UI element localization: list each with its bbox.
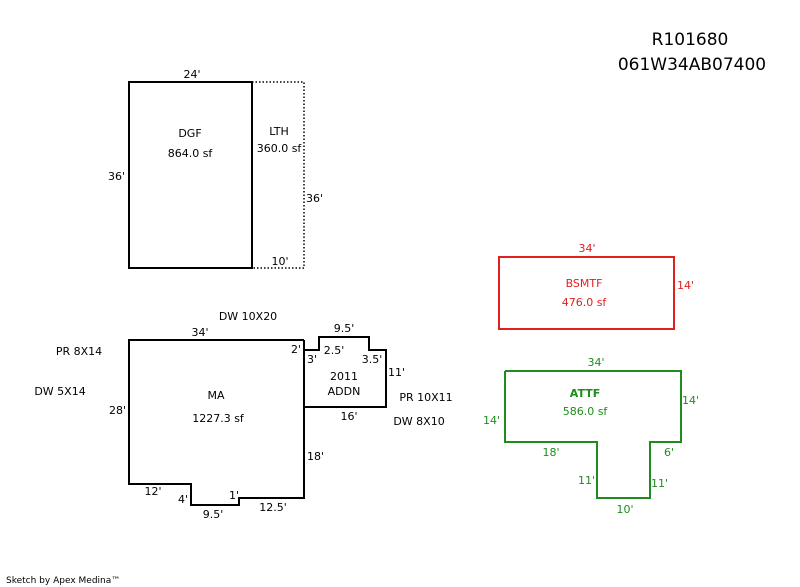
ma-bottom-b-dimension: 9.5' [203,508,224,521]
addn-3ft-dimension: 3' [307,353,317,366]
attf-top-dimension: 34' [587,356,604,369]
ma-top-dimension: 34' [191,326,208,339]
attf-right-dimension: 14' [682,394,699,407]
lth-right-dimension: 36' [306,192,323,205]
ma-area: MA 1227.3 sf 34' 28' 12' 4' 9.5' 1' 12.5… [109,326,324,521]
addn-label-name: ADDN [328,385,361,398]
ma-step-b-dimension: 1' [229,489,239,502]
ma-left-dimension: 28' [109,404,126,417]
bsmtf-label: BSMTF [566,277,603,290]
attf-stem-bottom-dimension: 10' [616,503,633,516]
ma-area-value: 1227.3 sf [192,412,245,425]
dgf-area-value: 864.0 sf [168,147,214,160]
bsmtf-area-value: 476.0 sf [562,296,608,309]
dgf-top-dimension: 24' [183,68,200,81]
attf-stem-right-dimension: 11' [651,477,668,490]
lth-area: LTH 360.0 sf 36' 10' [252,81,323,269]
parcel-id: R101680 [652,30,729,50]
lth-outline [252,81,305,269]
attf-outline [504,370,682,499]
sketch-credit: Sketch by Apex Medina™ [6,576,120,586]
ma-bottom-a-dimension: 12' [144,485,161,498]
lth-bottom-dimension: 10' [271,255,288,268]
annotation-pr-8x14: PR 8X14 [56,345,102,358]
annotation-pr-10x11: PR 10X11 [399,391,452,404]
ma-outline [128,339,305,506]
addn-bottom-dimension: 16' [340,410,357,423]
lth-label: LTH [269,125,289,138]
map-number: 061W34AB07400 [618,55,766,75]
dgf-left-dimension: 36' [108,170,125,183]
addn-area: 2011 ADDN 9.5' 2' 3' 2.5' 3.5' 11' 16' [291,322,405,423]
lth-area-value: 360.0 sf [257,142,303,155]
attf-label: ATTF [570,387,600,400]
addn-top-dimension: 9.5' [334,322,355,335]
attf-area: 34' ATTF 586.0 sf 14' 14' 18' 6' 11' 11'… [483,356,699,516]
attf-lower-right-dimension: 6' [664,446,674,459]
ma-right-dimension: 18' [307,450,324,463]
attf-stem-left-dimension: 11' [578,474,595,487]
addn-right-dimension: 11' [388,366,405,379]
addn-2ft-dimension: 2' [291,343,301,356]
ma-label: MA [207,389,224,402]
addn-label-year: 2011 [330,370,358,383]
annotation-dw-5x14: DW 5X14 [34,385,85,398]
dgf-area: DGF 864.0 sf 24' 36' [108,68,253,269]
addn-outline [304,336,387,408]
ma-step-a-dimension: 4' [178,493,188,506]
annotation-dw-10x20: DW 10X20 [219,310,277,323]
bsmtf-outline [498,256,675,330]
attf-left-dimension: 14' [483,414,500,427]
dgf-outline [128,81,253,269]
attf-area-value: 586.0 sf [563,405,609,418]
addn-3-5ft-dimension: 3.5' [362,353,383,366]
dgf-label: DGF [178,127,201,140]
attf-lower-left-dimension: 18' [542,446,559,459]
annotation-dw-8x10: DW 8X10 [393,415,444,428]
ma-bottom-c-dimension: 12.5' [259,501,287,514]
bsmtf-right-dimension: 14' [677,279,694,292]
addn-2-5ft-dimension: 2.5' [324,344,345,357]
bsmtf-top-dimension: 34' [578,242,595,255]
bsmtf-area: 34' 14' BSMTF 476.0 sf [498,242,694,330]
